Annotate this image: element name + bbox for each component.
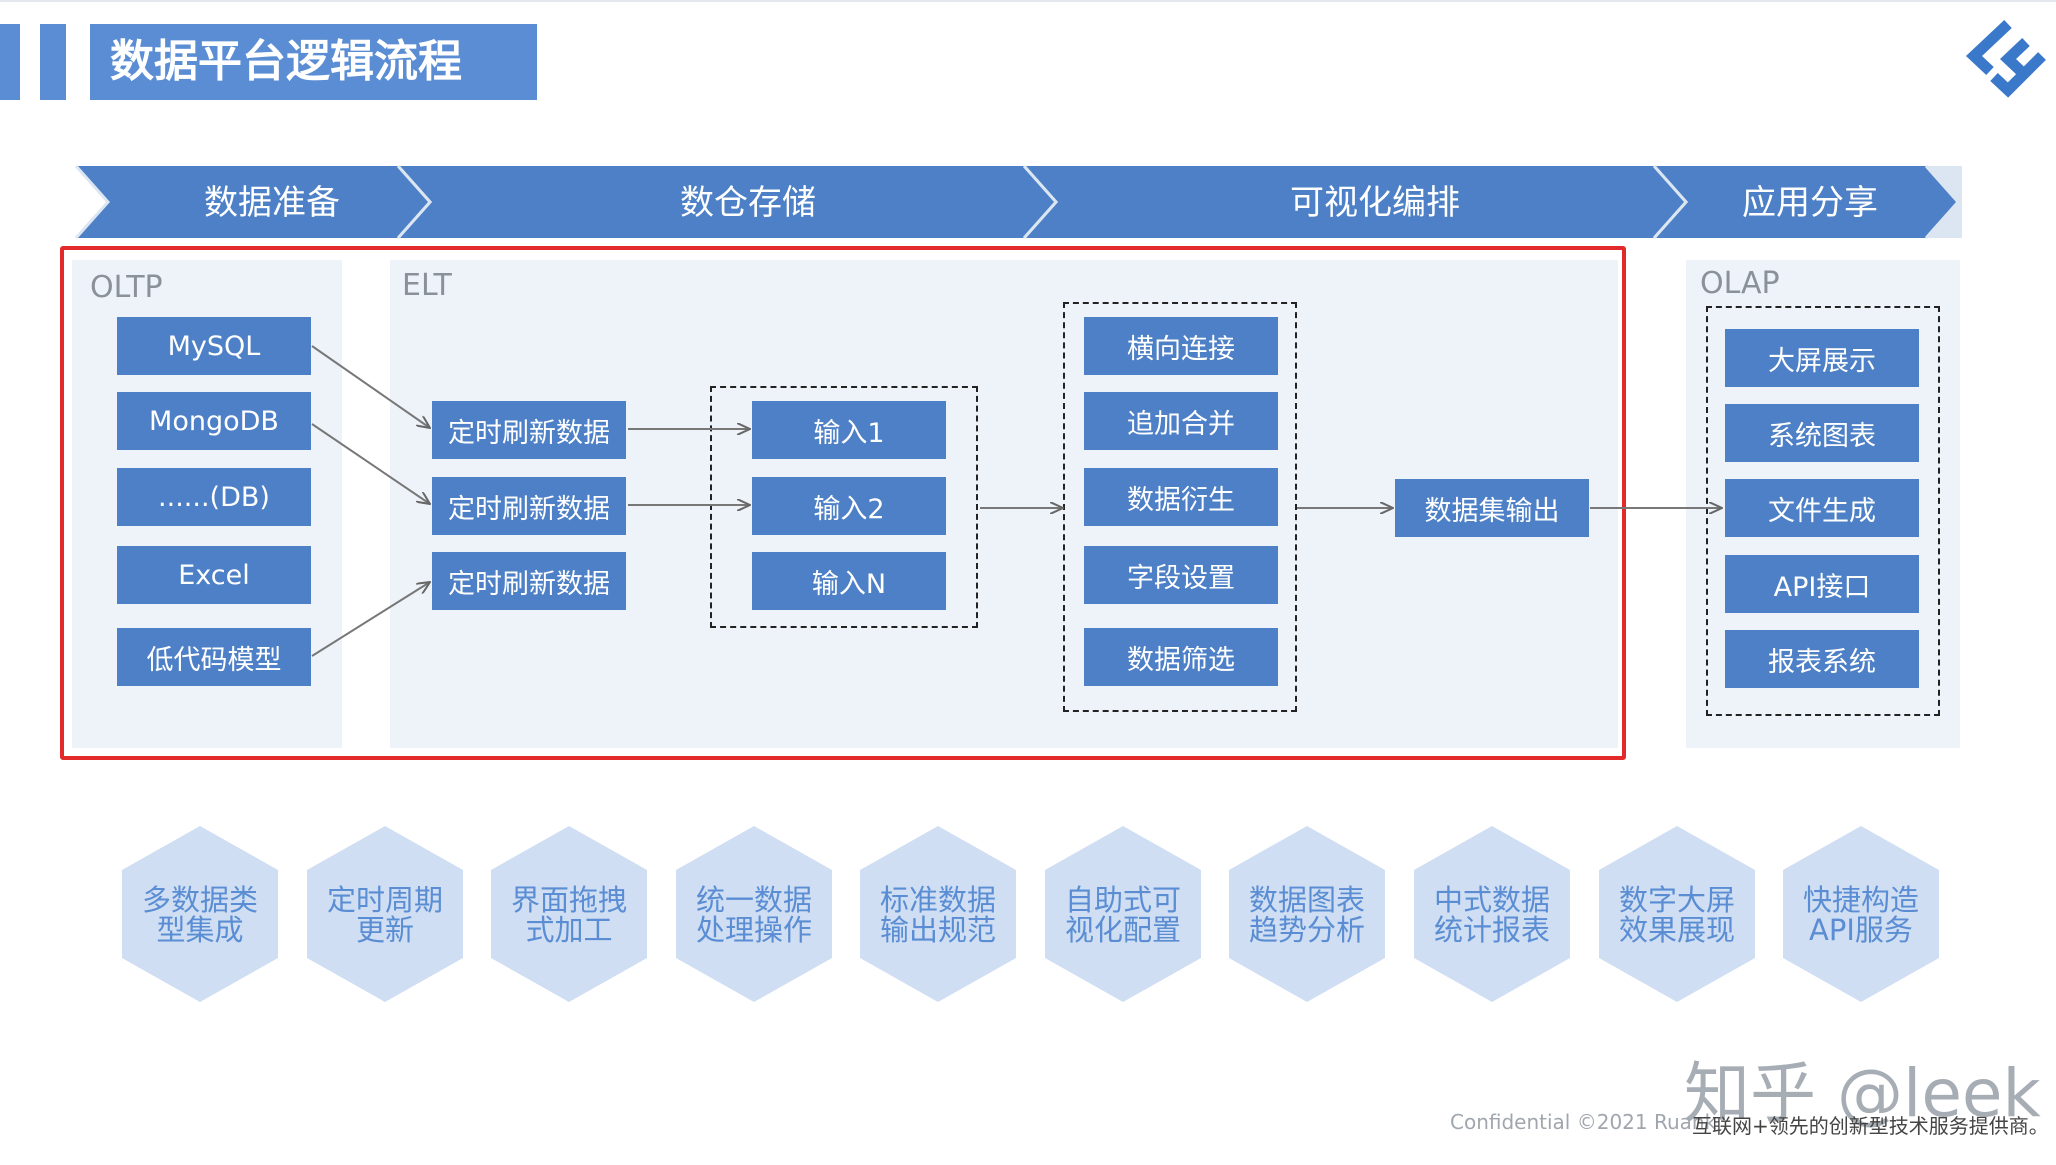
confidential-note: Confidential ©2021 Ruank [1450, 1110, 1717, 1134]
title-accent-bar [0, 24, 20, 100]
feature-hexagon [491, 826, 647, 1002]
phase-label: 应用分享 [1742, 183, 1878, 223]
feature-hexagon [307, 826, 463, 1002]
connector-arrow [311, 423, 430, 504]
connectors [311, 345, 2056, 657]
feature-hexagon [860, 826, 1016, 1002]
feature-hexagon [1599, 826, 1755, 1002]
phase-arrow [76, 166, 430, 238]
feature-hexagon [1783, 826, 1939, 1002]
phase-label: 可视化编排 [1290, 183, 1460, 223]
phase-label: 数仓存储 [680, 183, 816, 223]
olap-item: API接口 [1725, 555, 1919, 613]
op-box: 追加合并 [1084, 392, 1278, 450]
logo-icon [1965, 19, 2046, 98]
oltp-item: MongoDB [117, 392, 311, 450]
company-tagline: 互联网+领先的创新型技术服务提供商。 [1692, 1114, 2049, 1138]
feature-label: 标准数据输出规范 [879, 883, 996, 947]
feature-label: 界面拖拽式加工 [510, 883, 627, 947]
feature-label: 中式数据统计报表 [1433, 883, 1550, 947]
phase-arrow [1026, 166, 1686, 238]
phase-arrow [400, 166, 1056, 238]
ops-group [1063, 302, 1297, 712]
phase-banner: 数据准备 数仓存储 可视化编排 应用分享 [74, 165, 1962, 239]
phase-label: 数据准备 [204, 183, 340, 223]
feature-label: 数字大屏效果展现 [1618, 883, 1735, 947]
op-box: 数据筛选 [1084, 628, 1278, 686]
phase-arrow [1656, 166, 1958, 238]
watermark: 知乎 @leek [1684, 1055, 2041, 1132]
title-accent-bar [40, 24, 66, 100]
oltp-item: 低代码模型 [117, 628, 311, 686]
dataset-output-box: 数据集输出 [1395, 479, 1589, 537]
feature-hexagons [122, 826, 1939, 1002]
olap-group [1706, 306, 1940, 716]
feature-label: 统一数据处理操作 [695, 883, 812, 947]
feature-hexagon [1414, 826, 1570, 1002]
feature-hexagon [676, 826, 832, 1002]
oltp-label: OLTP [90, 270, 163, 305]
olap-item: 报表系统 [1725, 630, 1919, 688]
highlight-frame [60, 246, 1626, 760]
feature-hexagon [1045, 826, 1201, 1002]
olap-item: 系统图表 [1725, 404, 1919, 462]
olap-item: 文件生成 [1725, 479, 1919, 537]
page-title: 数据平台逻辑流程 [90, 24, 537, 100]
top-divider [0, 0, 2056, 2]
feature-label: 自助式可视化配置 [1064, 883, 1181, 947]
oltp-item: Excel [117, 546, 311, 604]
op-box: 字段设置 [1084, 546, 1278, 604]
input-box: 输入1 [752, 401, 946, 459]
refresh-box: 定时刷新数据 [432, 401, 626, 459]
refresh-box: 定时刷新数据 [432, 477, 626, 535]
elt-label: ELT [402, 268, 452, 303]
oltp-item: MySQL [117, 317, 311, 375]
olap-label: OLAP [1700, 266, 1780, 301]
feature-hexagon [122, 826, 278, 1002]
feature-label: 数据图表趋势分析 [1248, 883, 1365, 947]
connector-arrow [311, 345, 430, 428]
op-box: 横向连接 [1084, 317, 1278, 375]
connector-arrow [311, 582, 430, 657]
op-box: 数据衍生 [1084, 468, 1278, 526]
feature-label: 多数据类型集成 [141, 883, 258, 947]
olap-item: 大屏展示 [1725, 329, 1919, 387]
input-box: 输入2 [752, 477, 946, 535]
input-group [710, 386, 978, 628]
input-box: 输入N [752, 552, 946, 610]
oltp-item: ......(DB) [117, 468, 311, 526]
feature-hexagon [1229, 826, 1385, 1002]
refresh-box: 定时刷新数据 [432, 552, 626, 610]
feature-label: 定时周期更新 [326, 883, 443, 947]
